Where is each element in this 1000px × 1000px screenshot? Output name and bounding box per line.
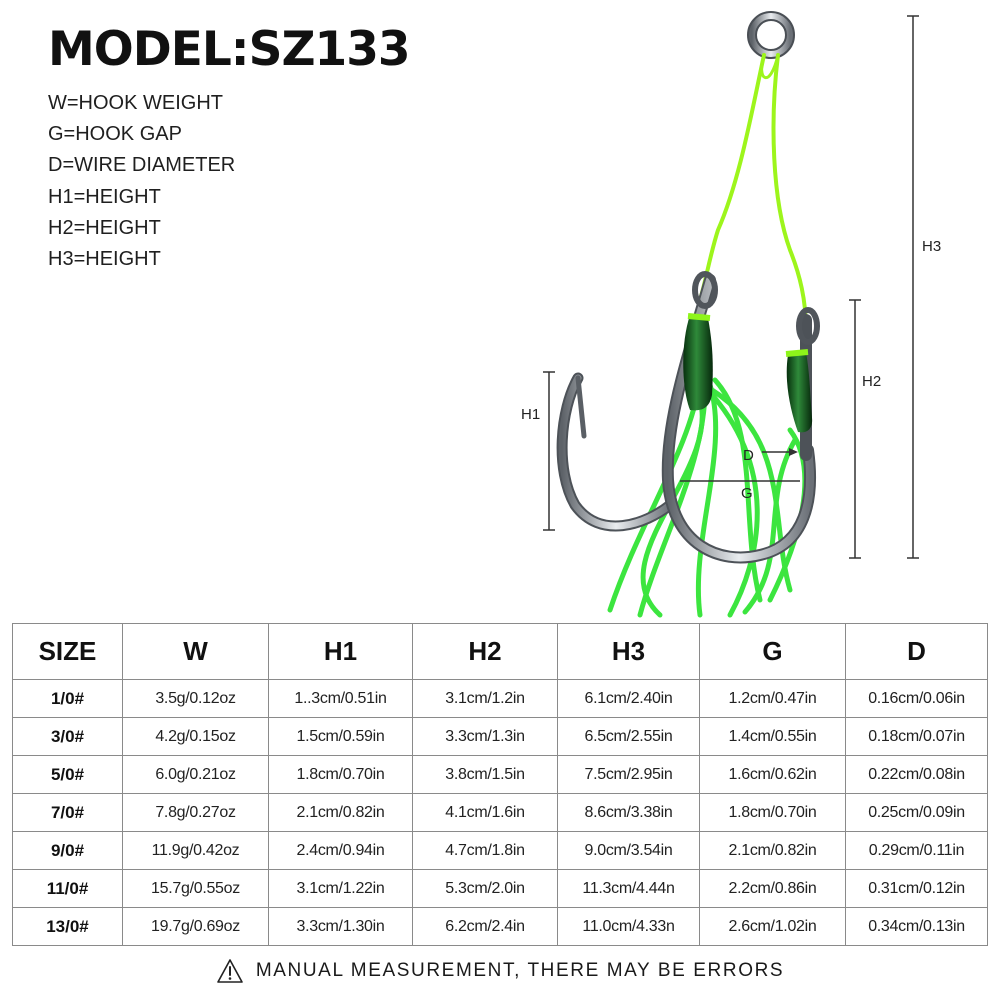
table-row: 7/0# 7.8g/0.27oz 2.1cm/0.82in 4.1cm/1.6i… bbox=[12, 793, 988, 832]
cell-h2: 5.3cm/2.0in bbox=[412, 869, 558, 908]
cell-h3: 11.0cm/4.33n bbox=[557, 907, 700, 946]
label-d: D bbox=[743, 447, 754, 464]
size-spec-table: SIZE W H1 H2 H3 G D 1/0# 3.5g/0.12oz 1..… bbox=[12, 623, 988, 946]
label-h2: H2 bbox=[862, 373, 881, 390]
table-row: 1/0# 3.5g/0.12oz 1..3cm/0.51in 3.1cm/1.2… bbox=[12, 679, 988, 718]
cell-h1: 3.1cm/1.22in bbox=[268, 869, 413, 908]
cell-h2: 3.3cm/1.3in bbox=[412, 717, 558, 756]
cell-h2: 3.8cm/1.5in bbox=[412, 755, 558, 794]
cell-h2: 6.2cm/2.4in bbox=[412, 907, 558, 946]
cell-d: 0.18cm/0.07in bbox=[845, 717, 988, 756]
cell-g: 1.4cm/0.55in bbox=[699, 717, 846, 756]
table-row: 5/0# 6.0g/0.21oz 1.8cm/0.70in 3.8cm/1.5i… bbox=[12, 755, 988, 794]
cell-d: 0.34cm/0.13in bbox=[845, 907, 988, 946]
measurement-disclaimer: MANUAL MEASUREMENT, THERE MAY BE ERRORS bbox=[0, 955, 1000, 987]
cell-g: 2.6cm/1.02in bbox=[699, 907, 846, 946]
header-g: G bbox=[699, 623, 846, 680]
cell-g: 1.8cm/0.70in bbox=[699, 793, 846, 832]
cell-w: 7.8g/0.27oz bbox=[122, 793, 269, 832]
cell-w: 19.7g/0.69oz bbox=[122, 907, 269, 946]
cell-w: 15.7g/0.55oz bbox=[122, 869, 269, 908]
warning-triangle-icon bbox=[217, 959, 243, 983]
header-d: D bbox=[845, 623, 988, 680]
cell-g: 1.6cm/0.62in bbox=[699, 755, 846, 794]
model-title: MODEL:SZ133 bbox=[48, 22, 411, 77]
cell-size: 9/0# bbox=[12, 831, 123, 870]
label-h1: H1 bbox=[521, 406, 540, 423]
cell-size: 11/0# bbox=[12, 869, 123, 908]
dimension-d bbox=[762, 448, 798, 456]
cell-g: 1.2cm/0.47in bbox=[699, 679, 846, 718]
label-g: G bbox=[741, 485, 753, 502]
cell-h2: 4.7cm/1.8in bbox=[412, 831, 558, 870]
table-header-row: SIZE W H1 H2 H3 G D bbox=[12, 623, 988, 680]
cell-h1: 3.3cm/1.30in bbox=[268, 907, 413, 946]
legend-item-d: D=WIRE DIAMETER bbox=[48, 154, 236, 177]
shrink-tube bbox=[683, 313, 813, 433]
cell-d: 0.22cm/0.08in bbox=[845, 755, 988, 794]
legend-item-w: W=HOOK WEIGHT bbox=[48, 92, 223, 114]
header-h2: H2 bbox=[412, 623, 558, 680]
cell-h1: 1.5cm/0.59in bbox=[268, 717, 413, 756]
cell-g: 2.2cm/0.86in bbox=[699, 869, 846, 908]
cell-w: 11.9g/0.42oz bbox=[122, 831, 269, 870]
dimension-h1 bbox=[543, 371, 555, 531]
dimension-h3 bbox=[907, 15, 919, 559]
hook-diagram: H1 H2 H3 D G bbox=[500, 0, 1000, 620]
cell-h2: 3.1cm/1.2in bbox=[412, 679, 558, 718]
cell-d: 0.25cm/0.09in bbox=[845, 793, 988, 832]
cell-d: 0.16cm/0.06in bbox=[845, 679, 988, 718]
legend-item-h2: H2=HEIGHT bbox=[48, 216, 161, 239]
cell-h2: 4.1cm/1.6in bbox=[412, 793, 558, 832]
cell-d: 0.31cm/0.12in bbox=[845, 869, 988, 908]
cell-h3: 9.0cm/3.54in bbox=[557, 831, 700, 870]
cell-d: 0.29cm/0.11in bbox=[845, 831, 988, 870]
header-h1: H1 bbox=[268, 623, 413, 680]
disclaimer-text: MANUAL MEASUREMENT, THERE MAY BE ERRORS bbox=[255, 960, 785, 981]
cell-h3: 6.5cm/2.55in bbox=[557, 717, 700, 756]
cell-g: 2.1cm/0.82in bbox=[699, 831, 846, 870]
legend-item-g: G=HOOK GAP bbox=[48, 123, 182, 146]
header-size: SIZE bbox=[12, 623, 123, 680]
cell-h1: 2.4cm/0.94in bbox=[268, 831, 413, 870]
label-h3: H3 bbox=[922, 238, 941, 255]
cell-h1: 1.8cm/0.70in bbox=[268, 755, 413, 794]
cell-h3: 8.6cm/3.38in bbox=[557, 793, 700, 832]
legend-item-h3: H3=HEIGHT bbox=[48, 248, 161, 271]
cell-size: 13/0# bbox=[12, 907, 123, 946]
cell-w: 4.2g/0.15oz bbox=[122, 717, 269, 756]
single-hook bbox=[556, 372, 676, 532]
cell-size: 7/0# bbox=[12, 793, 123, 832]
legend: W=HOOK WEIGHT G=HOOK GAP D=WIRE DIAMETER… bbox=[48, 88, 235, 275]
cell-h3: 11.3cm/4.44n bbox=[557, 869, 700, 908]
solid-ring-icon bbox=[747, 11, 795, 59]
cell-size: 1/0# bbox=[12, 679, 123, 718]
cell-h1: 2.1cm/0.82in bbox=[268, 793, 413, 832]
green-skirt bbox=[607, 377, 808, 618]
table-row: 13/0# 19.7g/0.69oz 3.3cm/1.30in 6.2cm/2.… bbox=[12, 907, 988, 946]
cell-h3: 7.5cm/2.95in bbox=[557, 755, 700, 794]
table-row: 11/0# 15.7g/0.55oz 3.1cm/1.22in 5.3cm/2.… bbox=[12, 869, 988, 908]
cell-h3: 6.1cm/2.40in bbox=[557, 679, 700, 718]
cell-w: 6.0g/0.21oz bbox=[122, 755, 269, 794]
dimension-h2 bbox=[849, 299, 861, 559]
cell-w: 3.5g/0.12oz bbox=[122, 679, 269, 718]
header-w: W bbox=[122, 623, 269, 680]
cell-size: 5/0# bbox=[12, 755, 123, 794]
cell-h1: 1..3cm/0.51in bbox=[268, 679, 413, 718]
table-row: 3/0# 4.2g/0.15oz 1.5cm/0.59in 3.3cm/1.3i… bbox=[12, 717, 988, 756]
legend-item-h1: H1=HEIGHT bbox=[48, 185, 161, 208]
cell-size: 3/0# bbox=[12, 717, 123, 756]
table-row: 9/0# 11.9g/0.42oz 2.4cm/0.94in 4.7cm/1.8… bbox=[12, 831, 988, 870]
header-h3: H3 bbox=[557, 623, 700, 680]
assist-hook-left bbox=[661, 271, 816, 564]
